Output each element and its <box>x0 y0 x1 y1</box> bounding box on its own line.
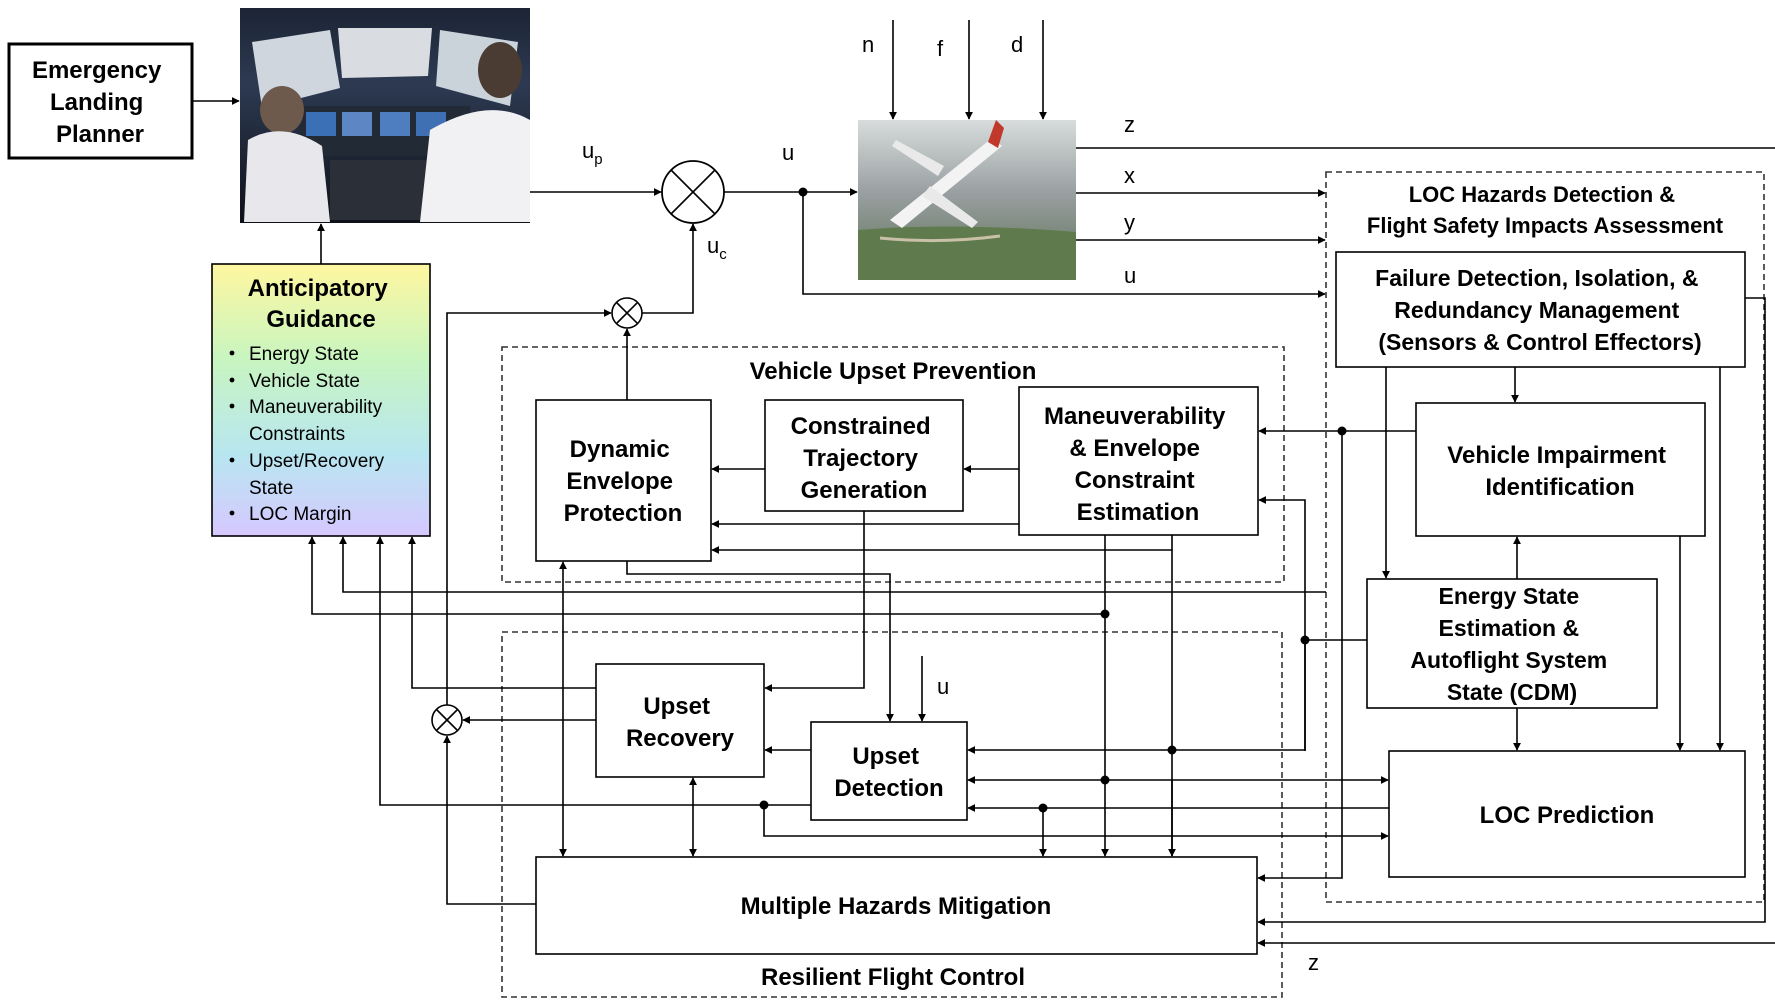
emergency-planner-line: Emergency <box>32 57 162 84</box>
connectors <box>192 20 1775 947</box>
signal-u-out-label: u <box>1124 263 1136 288</box>
constrained-trajectory-line: Constrained <box>791 413 931 440</box>
svg-text:LOC Hazards Detection & Fl: LOC Hazards Detection & Flight Safety Im… <box>1367 182 1724 238</box>
maneuverability-estimation-box <box>1018 386 1259 536</box>
maneuverability-line: Maneuverability <box>1044 403 1226 430</box>
signal-u-internal-label: u <box>937 674 949 699</box>
bullet-icon <box>229 350 235 356</box>
upset-detection-box <box>810 721 968 821</box>
loc-prediction-box <box>1388 750 1746 878</box>
svg-text:Dynamic Envelope Prote: Dynamic Envelope Protection <box>564 436 683 527</box>
anticipatory-title-line: Anticipatory <box>248 275 389 302</box>
anticipatory-item: State <box>249 478 293 499</box>
anticipatory-item: Upset/Recovery <box>249 451 385 472</box>
fdi-line: Failure Detection, Isolation, & <box>1375 265 1698 291</box>
airplane-image <box>858 120 1076 280</box>
energy-state-box <box>1366 578 1658 709</box>
vehicle-upset-prevention-title: Vehicle Upset Prevention <box>750 358 1037 385</box>
emergency-planner-line: Landing <box>50 89 143 116</box>
signal-u-label: u <box>782 140 794 165</box>
bullet-icon <box>229 510 235 516</box>
energy-state-line: State (CDM) <box>1447 679 1577 705</box>
signal-y-label: y <box>1124 210 1135 235</box>
upset-recovery-box <box>595 663 765 778</box>
signal-up-label: up <box>582 138 603 168</box>
svg-text:Vehicle Impairment Identif: Vehicle Impairment Identification <box>1447 442 1672 501</box>
fdi-line: Redundancy Management <box>1394 297 1679 323</box>
anticipatory-item: Maneuverability <box>249 397 383 418</box>
constrained-trajectory-box <box>764 399 964 512</box>
anticipatory-item: LOC Margin <box>249 504 351 525</box>
resilient-flight-control-title: Resilient Flight Control <box>761 964 1025 991</box>
anticipatory-item: Constraints <box>249 424 345 445</box>
summing-junction-main <box>661 160 725 224</box>
maneuverability-line: & Envelope <box>1069 435 1200 462</box>
signal-f-label: f <box>937 36 944 61</box>
maneuverability-line: Constraint <box>1075 467 1195 494</box>
vehicle-impairment-line: Identification <box>1485 474 1634 501</box>
signal-d-label: d <box>1011 32 1023 57</box>
loc-prediction-label: LOC Prediction <box>1480 802 1655 829</box>
maneuverability-line: Estimation <box>1077 499 1200 526</box>
energy-state-line: Autoflight System <box>1410 647 1607 673</box>
loc-region-title-line: LOC Hazards Detection & <box>1409 182 1676 207</box>
bullet-icon <box>229 457 235 463</box>
anticipatory-title-line: Guidance <box>266 306 375 333</box>
svg-text:Constrained Trajectory: Constrained Trajectory Generation <box>791 413 938 504</box>
vehicle-impairment-line: Vehicle Impairment <box>1447 442 1666 469</box>
dynamic-envelope-protection-box <box>535 399 712 562</box>
upset-detection-line: Upset <box>852 743 919 770</box>
vehicle-impairment-box <box>1415 402 1706 537</box>
emergency-planner-line: Planner <box>56 121 144 148</box>
anticipatory-item: Energy State <box>249 344 359 365</box>
anticipatory-guidance-box <box>211 263 431 537</box>
cockpit-pilots-image <box>240 8 530 223</box>
signal-n-label: n <box>862 32 874 57</box>
energy-state-line: Estimation & <box>1439 615 1580 641</box>
energy-state-line: Energy State <box>1439 583 1580 609</box>
dynamic-envelope-line: Envelope <box>566 468 673 495</box>
constrained-trajectory-line: Generation <box>801 477 928 504</box>
emergency-landing-planner-box <box>7 42 194 160</box>
signal-uc-label: uc <box>707 233 727 263</box>
failure-detection-box <box>1335 251 1746 368</box>
svg-text:Emergency Landing Plan: Emergency Landing Planner <box>32 57 168 148</box>
fdi-line: (Sensors & Control Effectors) <box>1378 329 1701 355</box>
dynamic-envelope-line: Protection <box>564 500 683 527</box>
resilient-flight-control-region <box>501 631 1283 998</box>
svg-text:Upset Recovery: Upset Recovery <box>626 693 735 752</box>
signal-z-label: z <box>1124 112 1135 137</box>
bullet-icon <box>229 403 235 409</box>
svg-text:Energy State Estimation &: Energy State Estimation & Autoflight Sys… <box>1410 583 1613 705</box>
bullet-icon <box>229 377 235 383</box>
svg-text:Anticipatory Guidance: Anticipatory Guidance <box>248 275 395 333</box>
upset-recovery-line: Recovery <box>626 725 735 752</box>
vehicle-upset-prevention-region <box>501 346 1285 583</box>
anticipatory-item: Vehicle State <box>249 371 360 392</box>
multiple-hazards-mitigation-box <box>535 856 1258 955</box>
svg-text:Maneuverability & Envelope: Maneuverability & Envelope Constraint Es… <box>1044 403 1232 526</box>
dynamic-envelope-line: Dynamic <box>570 436 670 463</box>
loc-region-title-line: Flight Safety Impacts Assessment <box>1367 213 1724 238</box>
svg-text:Upset Detection: Upset Detection <box>834 743 943 802</box>
upset-recovery-line: Upset <box>643 693 710 720</box>
upset-detection-line: Detection <box>834 775 943 802</box>
summing-junction-lower <box>431 704 463 736</box>
summing-junction-upper <box>611 297 643 329</box>
signal-z-bottom-label: z <box>1308 950 1319 975</box>
multiple-hazards-label: Multiple Hazards Mitigation <box>741 893 1052 920</box>
loc-hazards-region <box>1325 171 1765 903</box>
constrained-trajectory-line: Trajectory <box>803 445 918 472</box>
signal-x-label: x <box>1124 163 1135 188</box>
svg-text:Failure Detection, Isolation,: Failure Detection, Isolation, & Redundan… <box>1375 265 1705 355</box>
